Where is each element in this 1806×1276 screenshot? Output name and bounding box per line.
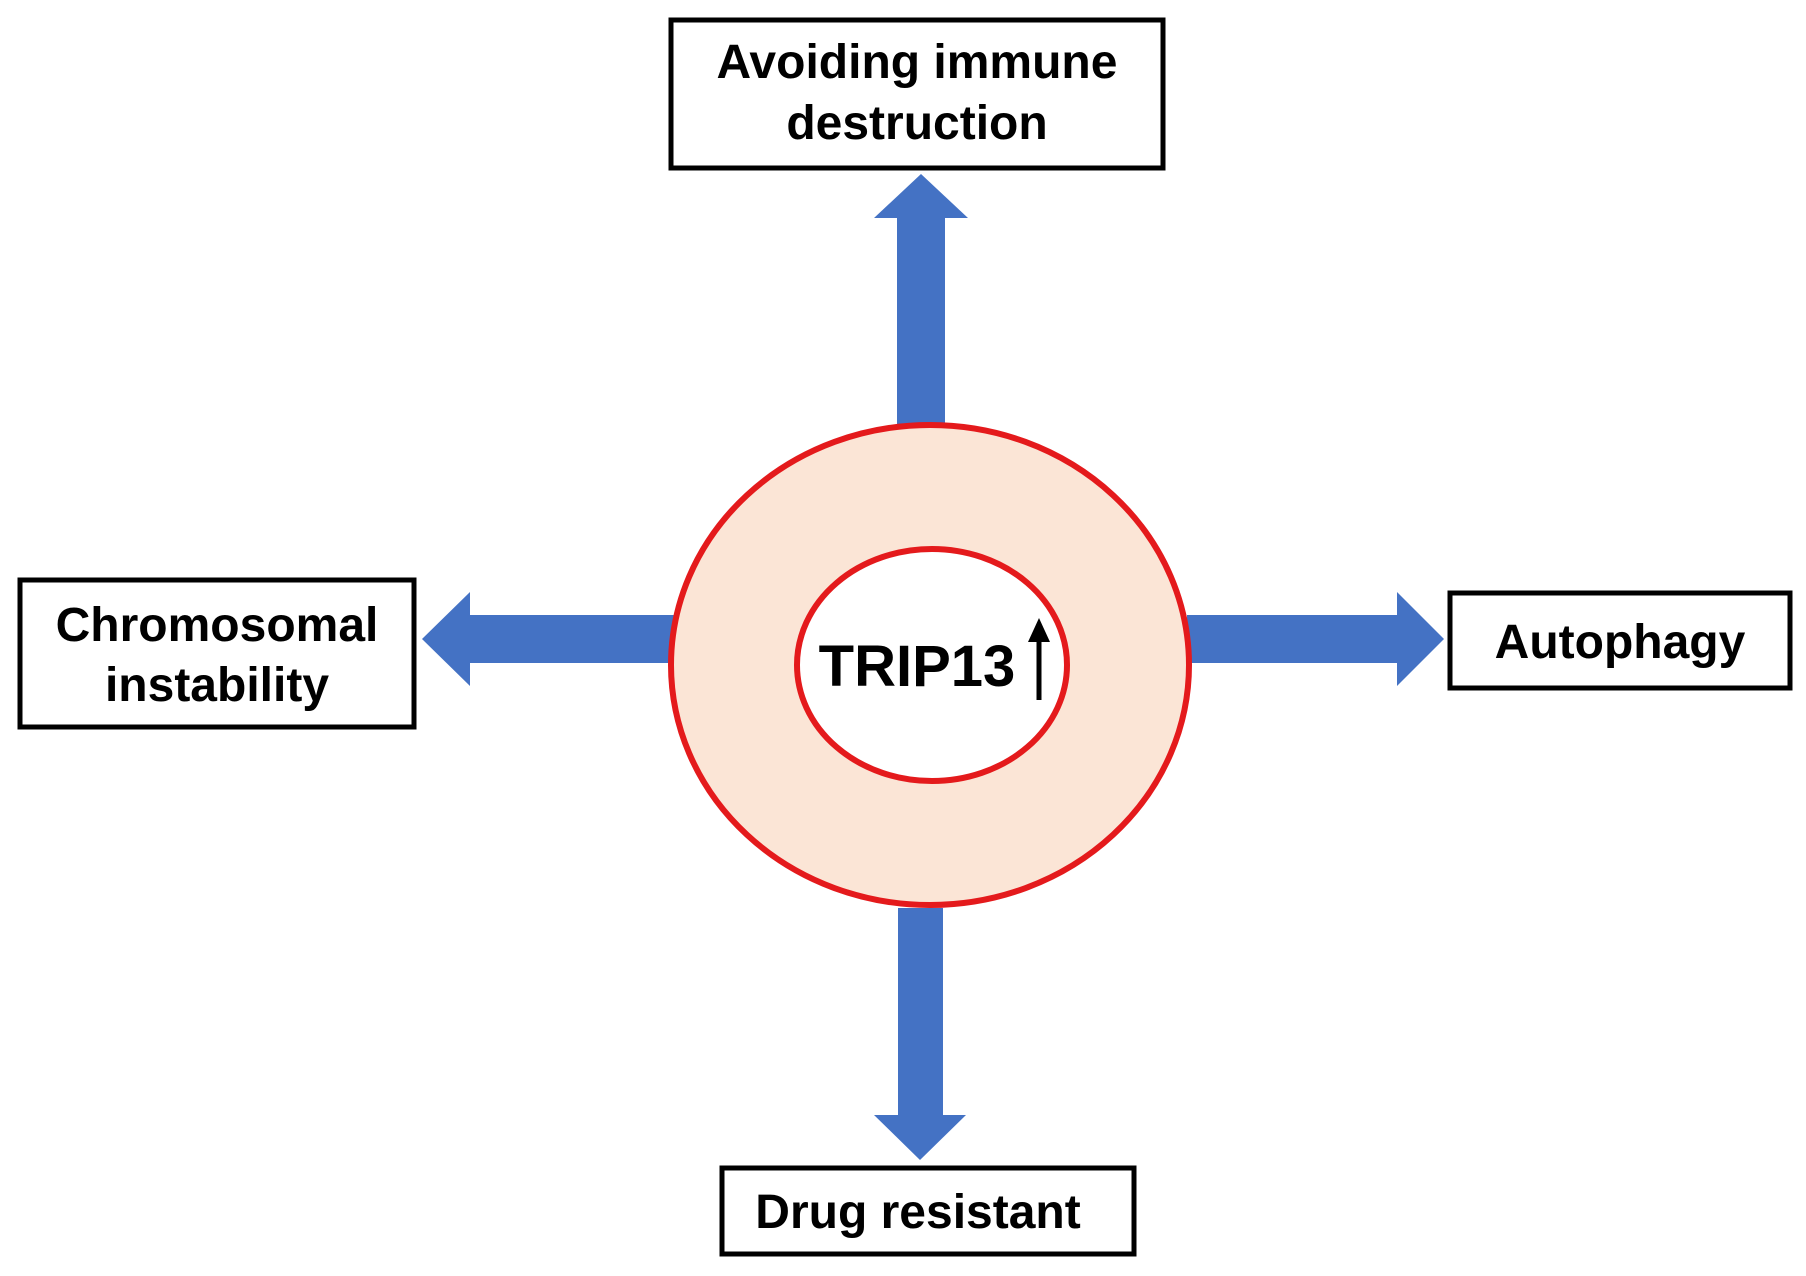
outcome-box-left: Chromosomal instability <box>17 577 417 730</box>
outcome-right-label: Autophagy <box>1495 616 1746 669</box>
outcome-box-bottom: Drug resistant <box>719 1165 1137 1257</box>
arrow-down <box>874 908 966 1160</box>
outcome-left-line1: Chromosomal <box>56 599 379 652</box>
up-arrow-icon <box>1028 618 1050 700</box>
outcome-bottom-label: Drug resistant <box>755 1186 1080 1239</box>
outcome-top-line1: Avoiding immune <box>717 36 1118 89</box>
outcome-box-top: Avoiding immune destruction <box>668 17 1166 171</box>
arrow-right <box>1187 592 1444 686</box>
center-label: TRIP13 <box>819 634 1016 699</box>
outcome-top-line2: destruction <box>786 97 1047 150</box>
arrow-up <box>874 174 968 426</box>
inner-circle <box>794 546 1070 784</box>
outcome-box-right: Autophagy <box>1447 590 1793 691</box>
arrow-left <box>422 592 675 686</box>
outcome-left-line2: instability <box>105 659 329 712</box>
